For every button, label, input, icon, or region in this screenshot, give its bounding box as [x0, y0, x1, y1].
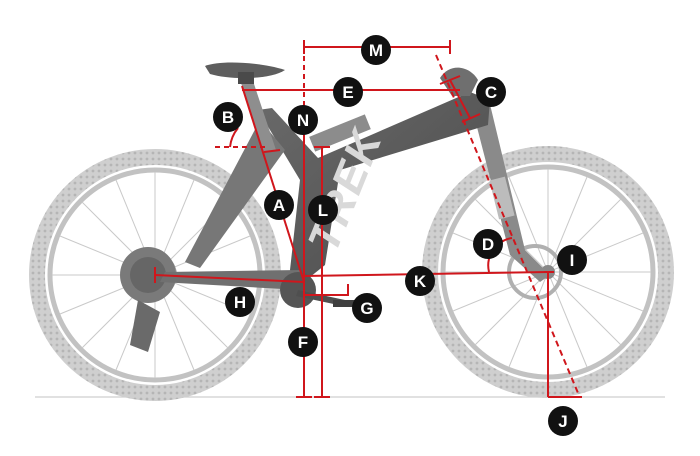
badge-K: K [405, 266, 435, 296]
measurement-lines [154, 40, 582, 398]
line-A [241, 85, 305, 283]
badge-G: G [352, 293, 382, 323]
badge-N: N [288, 105, 318, 135]
svg-text:C: C [485, 83, 497, 102]
svg-text:N: N [297, 111, 309, 130]
handlebar-stem [440, 67, 478, 96]
rear-shock [309, 114, 371, 152]
badge-E: E [333, 77, 363, 107]
svg-text:I: I [570, 251, 575, 270]
saddle [205, 62, 285, 79]
svg-text:A: A [273, 196, 285, 215]
line-C [449, 79, 471, 119]
seatpost [240, 78, 276, 152]
svg-text:L: L [318, 201, 328, 220]
svg-text:E: E [342, 83, 353, 102]
rear-derailleur [130, 300, 160, 352]
svg-text:G: G [360, 299, 373, 318]
badge-C: C [476, 77, 506, 107]
line-steering-axis [435, 54, 579, 394]
badge-B: B [213, 102, 243, 132]
svg-text:F: F [298, 333, 308, 352]
svg-text:K: K [414, 272, 427, 291]
svg-text:J: J [558, 412, 567, 431]
svg-text:H: H [234, 293, 246, 312]
badge-F: F [288, 327, 318, 357]
badge-J: J [548, 406, 578, 436]
badge-D: D [473, 229, 503, 259]
badge-H: H [225, 287, 255, 317]
label-badges: M E C N B A L D [213, 35, 587, 436]
badge-A: A [264, 190, 294, 220]
svg-text:B: B [222, 108, 234, 127]
svg-text:M: M [369, 41, 383, 60]
badge-M: M [361, 35, 391, 65]
svg-text:D: D [482, 235, 494, 254]
bike-illustration: TREK [29, 62, 674, 401]
line-H [154, 274, 305, 283]
badge-I: I [557, 245, 587, 275]
bike-frame [258, 92, 490, 285]
suspension-fork [470, 96, 550, 282]
badge-L: L [308, 195, 338, 225]
